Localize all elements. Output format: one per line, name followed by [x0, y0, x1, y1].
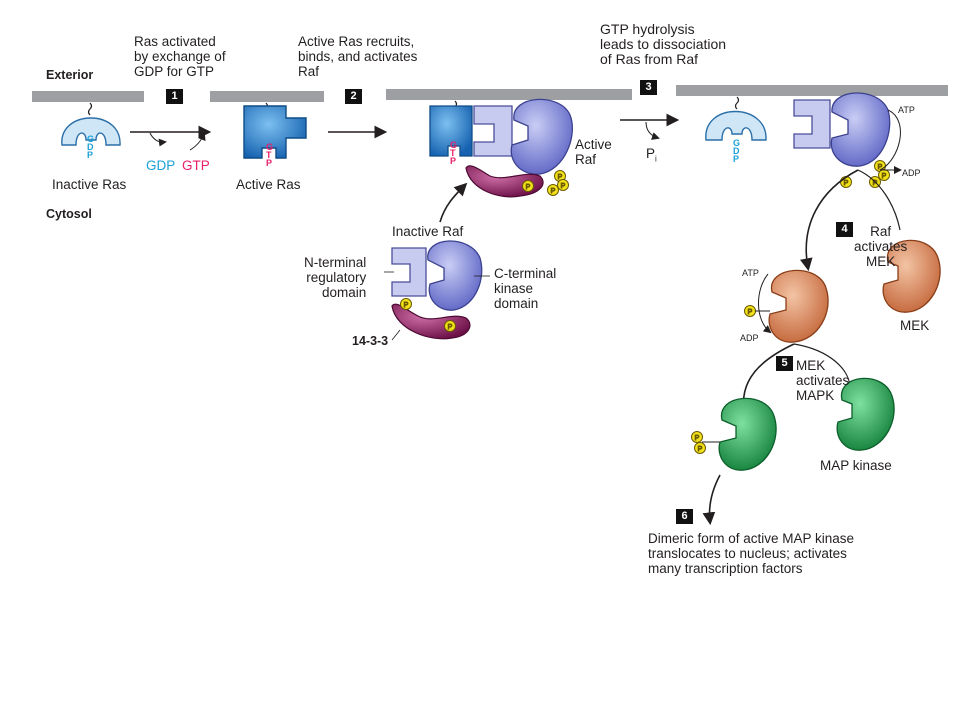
gdp-letters-2: GDP: [733, 138, 740, 164]
step-3-caption: GTP hydrolysis leads to dissociation of …: [600, 21, 727, 67]
step-6-badge: 6: [676, 509, 693, 524]
map-kinase-label: MAP kinase: [820, 458, 892, 473]
step-5-badge: 5: [776, 356, 793, 371]
svg-text:G: G: [450, 140, 457, 150]
gtp-in-arrow: [189, 132, 206, 151]
step-1-caption: Ras activated by exchange of GDP for GTP: [134, 34, 226, 79]
active-mek-shape: [768, 269, 829, 343]
adp-label-mek: ADP: [740, 333, 759, 343]
svg-text:P: P: [450, 156, 456, 166]
svg-text:D: D: [87, 142, 94, 152]
inactive-raf-complex: [391, 240, 483, 340]
gdp-letters-1: GDP: [87, 134, 94, 160]
phosphates-mek: P: [744, 305, 756, 317]
ras-raf-complex: [429, 98, 574, 198]
gdp-out-arrow: [149, 132, 167, 147]
svg-text:D: D: [733, 146, 740, 156]
inactive-raf-label: Inactive Raf: [392, 224, 464, 239]
exterior-label: Exterior: [46, 68, 94, 82]
label-leader-lines: [384, 271, 490, 341]
c-terminal-label: C-terminal kinase domain: [494, 266, 557, 311]
inactive-mek-shape: [882, 239, 941, 313]
inactive-ras-shape: [61, 117, 121, 146]
phosphates-inactive-raf: PP: [400, 298, 456, 332]
mek-label: MEK: [900, 318, 930, 333]
active-raf-label: Active Raf: [575, 137, 612, 167]
step-4-caption: Raf activates MEK: [854, 224, 908, 269]
active-ras-label: Active Ras: [236, 177, 301, 192]
cytosol-label: Cytosol: [46, 207, 92, 221]
step-5-caption: MEK activates MAPK: [796, 358, 850, 403]
mek-recruit-arc: [857, 169, 901, 231]
step-2-caption: Active Ras recruits, binds, and activate…: [298, 34, 418, 79]
n-terminal-label: N-terminal regulatory domain: [304, 255, 367, 300]
svg-text:T: T: [266, 150, 272, 160]
mek-atp-cycle: [758, 273, 772, 334]
atp-label-mek: ATP: [742, 268, 759, 278]
phosphates-mapk: PP: [691, 431, 706, 454]
gtp-label: GTP: [182, 158, 210, 173]
phosphate-label: P: [882, 173, 887, 180]
arrow-inactive-raf-up: [439, 182, 468, 223]
active-raf-right: [793, 92, 891, 167]
arrow-step-6: [702, 474, 721, 526]
step-3-badge: 3: [640, 80, 657, 95]
active-ras-shape: [243, 105, 307, 159]
svg-text:G: G: [87, 134, 94, 144]
step-1-badge: 1: [166, 89, 183, 104]
atp-label-raf: ATP: [898, 105, 915, 115]
phosphate-label: P: [561, 183, 566, 190]
gtp-letters-2: GTP: [450, 140, 457, 166]
step-4-badge: 4: [836, 222, 853, 237]
plasma-membrane: [32, 85, 948, 102]
phosphate-label: P: [404, 302, 409, 309]
active-mapk-shape: [718, 397, 777, 471]
phosphate-label: P: [558, 174, 563, 181]
svg-text:G: G: [266, 142, 273, 152]
phosphate-label: P: [551, 188, 556, 195]
pi-release-arrow: [645, 121, 660, 140]
gtp-letters-1: GTP: [266, 142, 273, 168]
svg-text:T: T: [450, 148, 456, 158]
adp-label-raf: ADP: [902, 168, 921, 178]
svg-text:P: P: [266, 158, 272, 168]
phosphate-label: P: [695, 435, 700, 442]
protein-1433-label: 14-3-3: [352, 334, 389, 348]
svg-text:G: G: [733, 138, 740, 148]
inactive-mapk-shape: [836, 377, 895, 451]
step-2-badge: 2: [345, 89, 362, 104]
raf-atp-cycle: [879, 109, 902, 174]
phosphate-label: P: [878, 164, 883, 171]
phosphate-label: P: [748, 309, 753, 316]
step-6-caption: Dimeric form of active MAP kinase transl…: [648, 531, 855, 576]
phosphate-label: P: [448, 324, 453, 331]
inactive-ras-shape-2: [705, 110, 767, 141]
phosphate-label: P: [844, 180, 849, 187]
svg-text:P: P: [733, 154, 739, 164]
gdp-label: GDP: [146, 158, 176, 173]
pi-label: Pi: [646, 146, 657, 164]
phosphate-label: P: [698, 446, 703, 453]
phosphate-label: P: [873, 180, 878, 187]
arrow-step-4: [799, 169, 859, 272]
phosphate-label: P: [526, 184, 531, 191]
svg-text:P: P: [87, 150, 93, 160]
inactive-ras-label: Inactive Ras: [52, 177, 127, 192]
